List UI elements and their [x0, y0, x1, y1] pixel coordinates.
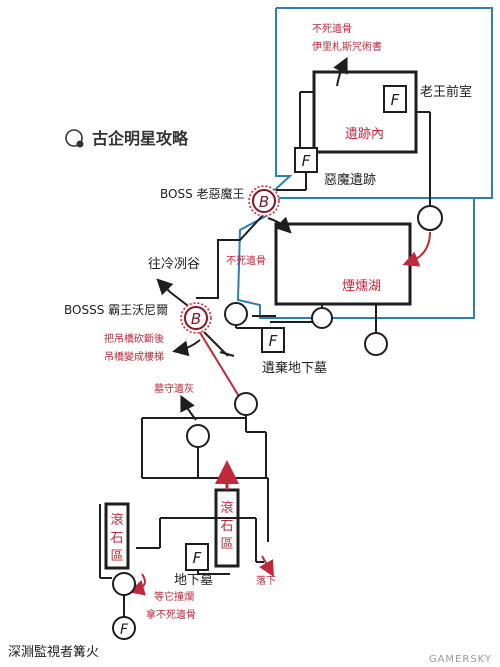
svg-text:滾: 滾 — [110, 513, 123, 528]
svg-text:F: F — [302, 152, 311, 170]
watermark-text: 古企明星攻略 — [92, 129, 189, 148]
drop-down-arrow — [259, 555, 274, 577]
circle-right-upper — [417, 205, 443, 231]
bonfire-demon-ruins: F — [294, 147, 318, 173]
label-smouldering-lake: 煙燻湖 — [342, 279, 381, 294]
arrow-to-bridge-note — [172, 339, 201, 357]
circle-abyss-top — [112, 572, 136, 596]
label-old-king-antechamber: 老王前室 — [420, 84, 472, 100]
label-undead-bone-mid: 不死遺骨 — [226, 254, 266, 267]
bonfire-catacombs: F — [185, 543, 209, 571]
label-grave-warden-ash: 墓守遺灰 — [154, 382, 194, 395]
label-drop-down: 落下 — [256, 575, 276, 587]
top-note-line1: 不死遺骨 — [312, 22, 352, 35]
circle-lake-right — [364, 332, 388, 356]
label-boulder-zone-right: 滾 石 區 — [220, 501, 233, 552]
red-arrow-abyss — [128, 573, 146, 596]
red-arrow-right — [402, 231, 431, 267]
svg-text:F: F — [391, 91, 400, 109]
svg-text:F: F — [269, 332, 278, 350]
label-to-cold-valley: 往冷冽谷 — [148, 257, 200, 272]
label-boss-wolnir: BOSSS 霸王沃尼爾 — [64, 303, 168, 317]
label-boulder-zone-left: 滾 石 區 — [110, 513, 123, 564]
room-ruins-inner — [299, 70, 431, 206]
plain-circles — [112, 205, 443, 596]
label-wait-break-line2: 拿不死遺骨 — [146, 608, 196, 621]
arrow-into-lake — [267, 216, 292, 234]
label-abyss-watchers-bonfire: 深淵監視者篝火 — [8, 644, 99, 660]
circle-lower-middle — [234, 392, 258, 416]
exit-arrow-top — [333, 56, 348, 87]
svg-text:滾: 滾 — [220, 501, 233, 516]
label-boss-old-demon-king: BOSS 老惡魔王 — [160, 186, 245, 201]
svg-text:區: 區 — [110, 549, 123, 564]
boulder-zone-left — [104, 502, 130, 570]
label-abandoned-tomb: 遺棄地下墓 — [262, 361, 327, 376]
circle-lower-left — [186, 424, 210, 448]
top-note-line2: 伊里札斯咒術書 — [312, 40, 382, 53]
boss-connector-upper — [196, 213, 265, 299]
svg-text:F: F — [120, 622, 129, 638]
circle-lake-mid — [311, 307, 333, 329]
boss-old-demon-king-marker: B — [248, 185, 280, 217]
label-catacombs: 地下墓 — [174, 573, 213, 588]
circle-lake-left — [224, 302, 248, 326]
bridge-stair-line — [195, 325, 241, 399]
label-cut-bridge-line2: 吊橋變成樓梯 — [104, 350, 164, 363]
label-wait-break-line1: 等它撞爛 — [154, 590, 194, 603]
label-cut-bridge-line1: 把吊橋砍斷後 — [104, 332, 164, 345]
svg-text:石: 石 — [220, 519, 233, 534]
footer-watermark: GAMERSKY — [429, 654, 492, 665]
bonfire-old-king: F — [383, 85, 407, 113]
label-demon-ruins: 惡魔遺跡 — [324, 172, 376, 188]
label-ruins-inner: 遺跡內 — [345, 126, 384, 142]
svg-text:石: 石 — [110, 531, 123, 546]
bonfire-abandoned-tomb: F — [261, 327, 285, 353]
svg-text:F: F — [193, 549, 202, 567]
bonfire-abyss-watchers: F — [112, 616, 136, 640]
boss-wolnir-marker: B — [180, 302, 212, 334]
svg-text:B: B — [191, 310, 201, 328]
watermark-logo — [65, 129, 84, 148]
svg-text:B: B — [259, 193, 269, 211]
svg-text:區: 區 — [220, 537, 233, 552]
